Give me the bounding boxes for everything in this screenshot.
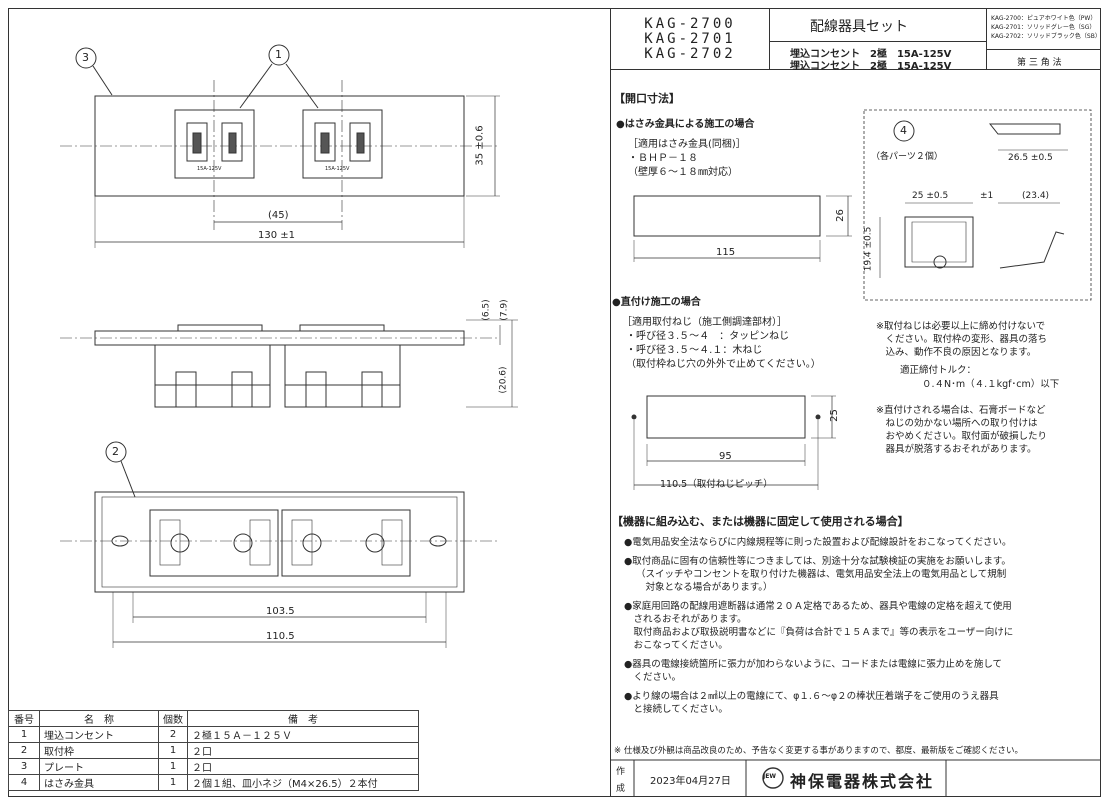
- company-name: 神保電器株式会社: [790, 772, 935, 791]
- projection-method: 第 三 角 法: [1017, 58, 1062, 68]
- direct-opening-rect: [646, 395, 806, 439]
- direct-dim-h: 25: [828, 409, 840, 422]
- usage-item: 対象となる場合があります。）: [636, 582, 773, 593]
- table-header: 名 称: [39, 710, 159, 727]
- direct-warning: おやめください。取付面が破損したり: [876, 431, 1048, 442]
- torque-note: ※取付ねじは必要以上に締め付けないで: [876, 321, 1046, 332]
- clip-dim-h: 26: [834, 209, 846, 222]
- direct-dim-w: 95: [719, 451, 732, 462]
- usage-heading: 【機器に組み込む、または機器に固定して使用される場合】: [612, 515, 909, 528]
- usage-item: ください。: [624, 672, 682, 683]
- dim-110-5: 110.5: [266, 631, 295, 642]
- usage-item: ●より線の場合は２㎟以上の電線にて、φ１.６～φ２の棒状圧着端子をご使用のうえ器…: [624, 691, 999, 702]
- footnote: ※ 仕様及び外観は商品改良のため、予告なく変更する事がありますので、都度、最新版…: [614, 746, 1023, 756]
- model-number: KAG-2700: [644, 16, 736, 32]
- direct-title: ●直付け施工の場合: [612, 297, 701, 308]
- clip-w25: 25 ±0.5: [912, 191, 949, 201]
- outlet-rear-left: [149, 509, 279, 577]
- model-number: KAG-2702: [644, 46, 736, 62]
- usage-item: 取付商品および取扱説明書などに『負荷は合計で１５Ａまで』等の表示をユーザー向けに: [624, 627, 1014, 638]
- product-title-box: 配線器具セット 埋込コンセント 2極 15A-125V 埋込コンセント 2極 1…: [769, 8, 987, 72]
- table-header-row: 番号 名 称 個数 備 考: [8, 710, 419, 727]
- outlet-rating-label: 15A-125V: [197, 166, 222, 172]
- usage-item: と接続してください。: [624, 704, 728, 715]
- parts-note: （各パーツ２個）: [871, 152, 943, 162]
- table-row: 2 取付枠 1 ２口: [8, 742, 419, 759]
- dim-103-5: 103.5: [266, 606, 295, 617]
- color-variants: KAG-2700：ピュアホワイト色（PW） KAG-2701：ソリッドグレー色（…: [986, 8, 1101, 70]
- clip-title: ●はさみ金具による施工の場合: [616, 119, 755, 130]
- spec-line: 埋込コンセント 2極 15A-125V: [790, 61, 952, 72]
- spec-line: 埋込コンセント 2極 15A-125V: [790, 49, 952, 60]
- model-numbers: KAG-2700 KAG-2701 KAG-2702: [610, 8, 770, 70]
- dim-pitch-45: (45): [268, 210, 289, 221]
- model-number: KAG-2701: [644, 31, 736, 47]
- balloon-4: 4: [900, 124, 907, 137]
- usage-item: ●取付商品に固有の信頼性等につきましては、別途十分な試験検証の実施をお願いします…: [624, 556, 1011, 567]
- torque-value: ０.４N･m（４.１kgf･cm）以下: [922, 379, 1060, 390]
- dim-height-35: 35 ±0.6: [474, 125, 486, 166]
- torque-note: 込み、動作不良の原因となります。: [876, 347, 1037, 358]
- dim-width-130: 130 ±1: [258, 230, 296, 241]
- balloon-1: 1: [275, 48, 282, 61]
- clip-w234: (23.4): [1022, 191, 1050, 201]
- company-logo-icon: JEW: [763, 773, 776, 780]
- usage-item: おこなってください。: [624, 640, 728, 651]
- clip-line: ・ＢＨＰ－１８: [628, 153, 698, 164]
- parts-table: 番号 名 称 個数 備 考 1 埋込コンセント 2 ２極１５Ａ－１２５Ｖ 2 取…: [8, 710, 419, 791]
- outlet-rear-right: [281, 509, 411, 577]
- usage-item: ●器具の電線接続箇所に張力が加わらないように、コードまたは電線に張力止めを施して: [624, 659, 1003, 670]
- outlet-rating-label: 15A-125V: [325, 166, 350, 172]
- table-header: 番号: [8, 710, 40, 727]
- screw-length: 26.5 ±0.5: [1008, 153, 1053, 163]
- table-row: 3 プレート 1 ２口: [8, 758, 419, 775]
- direct-line: （取付枠ねじ穴の外外で止めてください。）: [626, 359, 821, 370]
- clip-opening-rect: [633, 195, 821, 237]
- table-row: 1 埋込コンセント 2 ２極１５Ａ－１２５Ｖ: [8, 726, 419, 743]
- clip-line: ［適用はさみ金具(同梱)］: [628, 139, 746, 150]
- direct-warning: ねじの効かない場所への取り付けは: [876, 418, 1038, 429]
- direct-dim-pitch: 110.5（取付ねじピッチ）: [660, 479, 773, 490]
- dim-7-9: (7.9): [499, 299, 510, 321]
- clip-t1: ±1: [980, 191, 994, 201]
- dim-6-5: (6.5): [481, 299, 492, 321]
- table-header: 備 考: [187, 710, 419, 727]
- color-variant: KAG-2701：ソリッドグレー色（SG）: [991, 24, 1096, 31]
- direct-warning: 器具が脱落するおそれがあります。: [876, 444, 1037, 455]
- sheet-divider: [610, 8, 611, 797]
- color-variant: KAG-2702：ソリッドブラック色（SB）: [991, 33, 1101, 40]
- direct-line: ・呼び径３.５～４ ：タッピンねじ: [626, 331, 790, 342]
- usage-item: されるおそれがあります。: [624, 614, 747, 625]
- sakusei-label: 作: [616, 767, 626, 777]
- torque-note: ください。取付枠の変形、器具の落ち: [876, 334, 1048, 345]
- direct-line: ［適用取付ねじ（施工側調達部材）］: [622, 317, 787, 328]
- dim-20-6: (20.6): [498, 366, 509, 394]
- torque-label: 適正締付トルク：: [900, 365, 977, 376]
- drawing-frame: [8, 8, 1101, 797]
- usage-item: （スイッチやコンセントを取り付けた機器は、電気用品安全法上の電気用品として規制: [636, 569, 1007, 580]
- clip-parts-box: [863, 109, 1092, 301]
- direct-line: ・呼び径３.５～４.１：木ねじ: [626, 345, 763, 356]
- balloon-2: 2: [112, 445, 119, 458]
- usage-item: ●家庭用回路の配線用遮断器は通常２０Ａ定格であるため、器具や電線の定格を超えて使…: [624, 601, 1012, 612]
- issue-date: 2023年04月27日: [650, 776, 731, 787]
- outlet-front-left: [174, 109, 255, 179]
- table-header: 個数: [158, 710, 188, 727]
- clip-dim-w: 115: [716, 247, 736, 258]
- clip-h194: 19.4 ±0.5: [863, 226, 874, 272]
- table-row: 4 はさみ金具 1 ２個１組、皿小ネジ（M4×26.5）２本付: [8, 774, 419, 791]
- balloon-3: 3: [82, 51, 89, 64]
- opening-heading: 【開口寸法】: [614, 92, 680, 105]
- frame-rear-outline: [94, 491, 465, 593]
- outlet-front-right: [302, 109, 383, 179]
- clip-line: （壁厚６～１８㎜対応）: [628, 167, 738, 178]
- usage-item: ●電気用品安全法ならびに内線規程等に則った設置および配線設計をおこなってください…: [624, 537, 1012, 548]
- direct-warning: ※直付けされる場合は、石膏ボードなど: [876, 405, 1046, 416]
- product-title: 配線器具セット: [810, 19, 908, 35]
- color-variant: KAG-2700：ピュアホワイト色（PW）: [991, 15, 1097, 22]
- sakusei-label: 成: [616, 784, 626, 794]
